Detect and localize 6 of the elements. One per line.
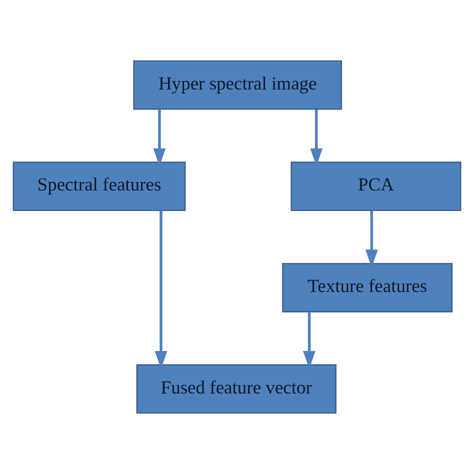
node-box: Fused feature vector — [136, 364, 336, 414]
node-box: Texture features — [282, 262, 453, 312]
node-box: PCA — [290, 162, 462, 212]
node-box: Spectral features — [12, 162, 186, 212]
node-box: Hyper spectral image — [133, 60, 342, 110]
arrow — [365, 210, 378, 268]
